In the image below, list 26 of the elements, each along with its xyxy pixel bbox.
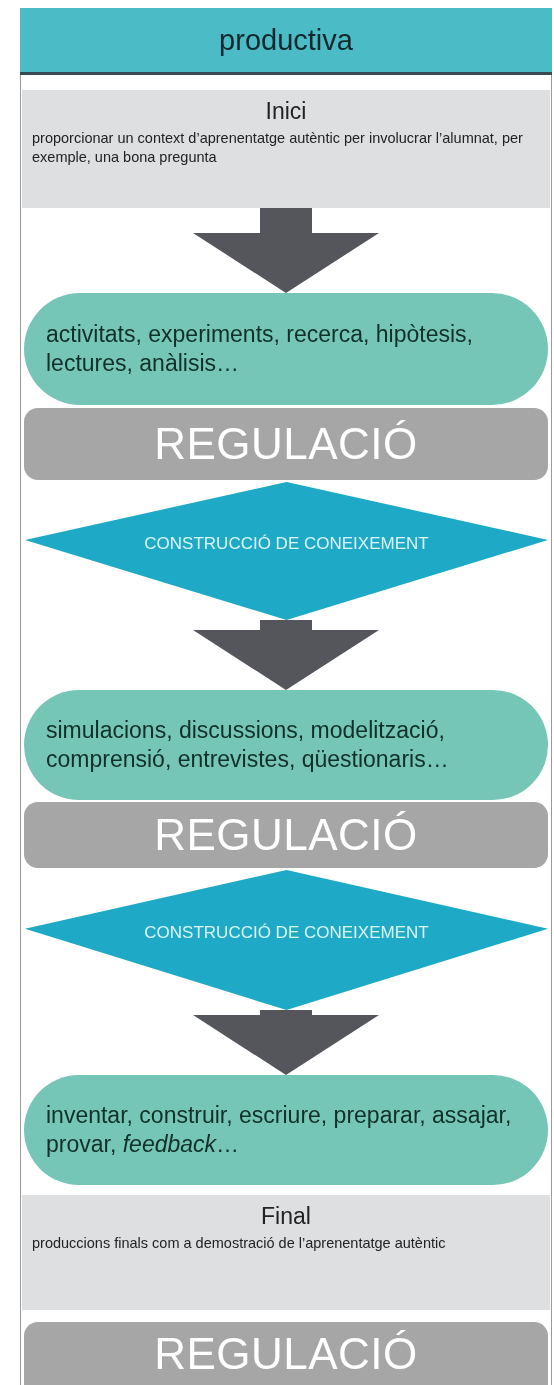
stage-description: produccions finals com a demostració de l’aprenentatge autèntic [32, 1234, 447, 1253]
block-arrow [193, 208, 379, 293]
activity-text: inventar, construir, escriure, preparar, assajar, provar, feedback… [46, 1101, 513, 1159]
knowledge-diamond [25, 482, 548, 620]
stage-heading: Inici [264, 98, 308, 125]
regulation-label: REGULACIÓ [154, 419, 418, 469]
stage-box [22, 1195, 550, 1310]
regulation-bar [24, 408, 548, 480]
block-arrow [193, 620, 379, 690]
regulation-label: REGULACIÓ [154, 810, 418, 860]
title-band: productiva [20, 8, 552, 75]
activity-pill [24, 1075, 548, 1185]
activity-text: simulacions, discussions, modelització, comprensió, entrevistes, qüestionaris… [46, 716, 450, 774]
stage-box [22, 90, 550, 208]
knowledge-label: CONSTRUCCIÓ DE CONEIXEMENT [144, 923, 429, 943]
regulation-label: REGULACIÓ [154, 1328, 418, 1379]
block-arrow [193, 1010, 379, 1075]
stage-description: proporcionar un context d’aprenentatge autèntic per involucrar l’alumnat, per exemple, una bona pregunta [32, 129, 524, 167]
activity-pill [24, 293, 548, 405]
regulation-bar [24, 802, 548, 868]
activity-pill [24, 690, 548, 800]
activity-text: activitats, experiments, recerca, hipòtesis, lectures, anàlisis… [46, 320, 474, 378]
knowledge-label: CONSTRUCCIÓ DE CONEIXEMENT [144, 534, 429, 554]
knowledge-diamond [25, 870, 548, 1010]
regulation-bar [24, 1322, 548, 1385]
stage-heading: Final [260, 1203, 312, 1230]
